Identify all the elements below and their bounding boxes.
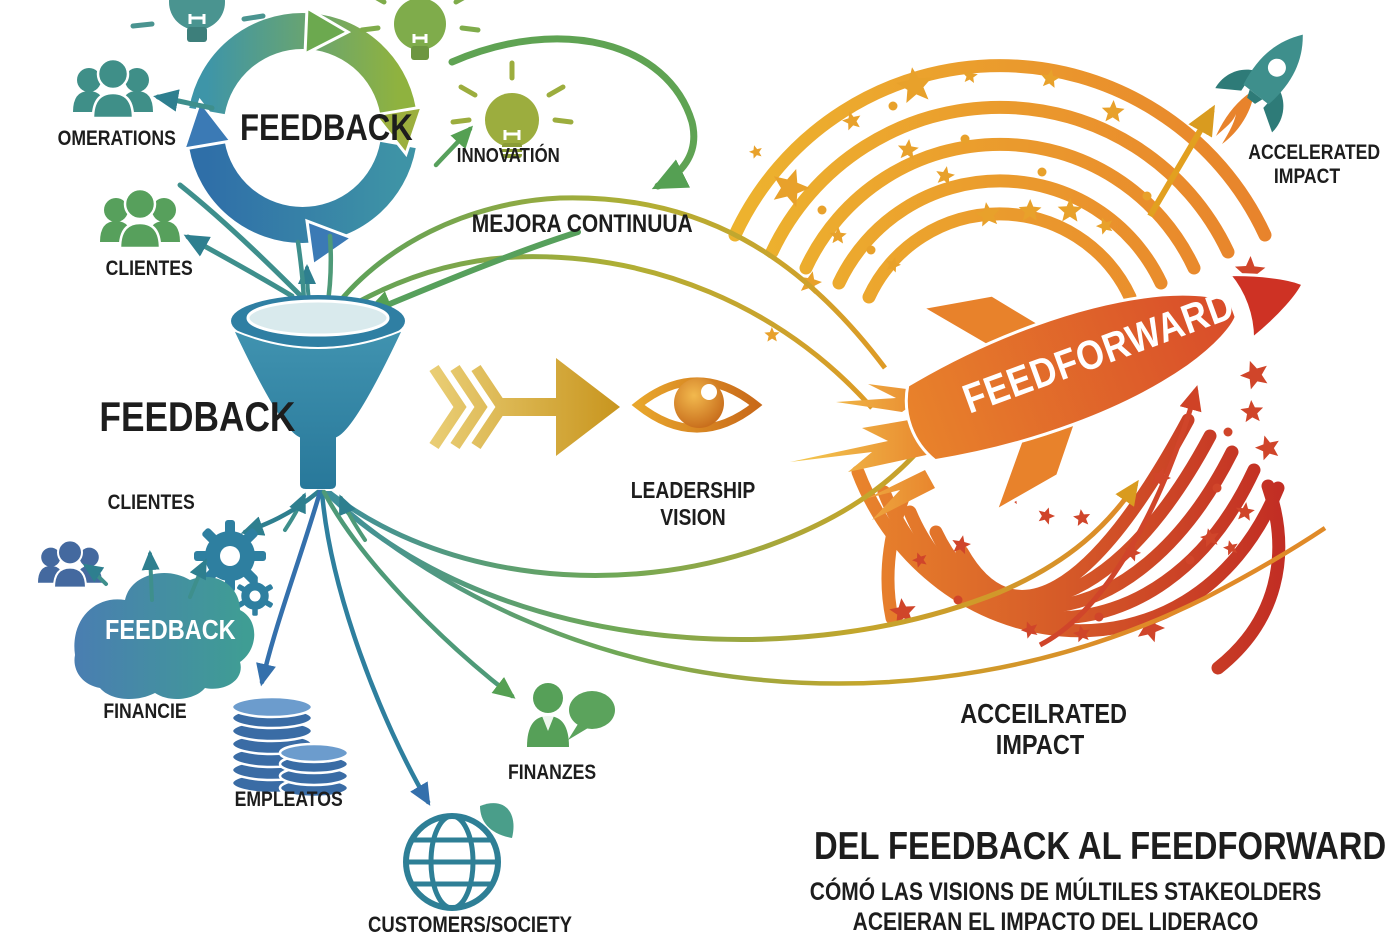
globe-leaf-icon [403, 803, 514, 911]
people-group-icon [73, 57, 153, 120]
connector-arrows [153, 35, 698, 542]
clientes-bottom-label: CLIENTES [107, 491, 195, 514]
cloud-feedback-label: FEEDBACK [105, 614, 236, 645]
rocket-icon [904, 273, 1305, 515]
eye-icon [631, 377, 763, 433]
small-rocket-flame [1216, 92, 1253, 144]
fanout-arrows [240, 489, 516, 806]
star-icon [889, 256, 1279, 643]
funnel-feedback-label: FEEDBACK [99, 393, 296, 440]
acceilrated-impact-label: ACCEILRATED IMPACT [960, 698, 1128, 760]
people-group-icon [100, 187, 180, 250]
cloud-icon [74, 572, 255, 700]
leadership-vision-label: LEADERSHIP VISION [630, 477, 756, 530]
financie-label: FINANCIE [103, 700, 187, 723]
mejora-continua-label: MEJORA CONTINUUA [471, 210, 693, 238]
small-rocket-icon [1215, 34, 1303, 133]
clientes-top-label: CLIENTES [105, 257, 193, 280]
person-chat-icon [527, 683, 615, 747]
innovation-label: INNOVATIÓN [456, 145, 560, 167]
gear-icon [237, 576, 273, 616]
finanzes-label: FINANZES [508, 761, 597, 784]
fast-forward-arrow-icon [429, 358, 620, 456]
empleatos-label: EMPLEATOS [234, 788, 343, 811]
flow-curves [324, 104, 1327, 686]
title-subline2: ACEIERAN EL IMPACTO DEL LIDERACO [852, 908, 1259, 932]
operations-label: OMERATIONS [57, 127, 176, 150]
burst-arcs-bottom [851, 413, 1286, 675]
customers-society-label: CUSTOMERS/SOCIETY [368, 912, 573, 932]
people-group-icon [38, 539, 102, 589]
cloud-arrows [82, 550, 207, 602]
cycle-arrows-icon [181, 5, 425, 268]
cycle-label: FEEDBACK [240, 107, 413, 148]
lightbulb-icon [450, 60, 574, 158]
lightbulb-icon [130, 0, 266, 42]
burst-arcs-top [728, 59, 1272, 304]
funnel-icon [230, 295, 406, 491]
title-subline1: CÓMÓ LAS VISIONS DE MÚLTILES STAKEOLDERS [809, 878, 1322, 906]
star-icon [748, 67, 1152, 342]
title-headline: DEL FEEDBACK AL FEEDFORWARD [814, 825, 1387, 868]
coins-icon [230, 695, 350, 799]
accelerated-impact-label: ACCELERATED IMPACT [1248, 141, 1381, 188]
lightbulb-icon [359, 0, 481, 60]
